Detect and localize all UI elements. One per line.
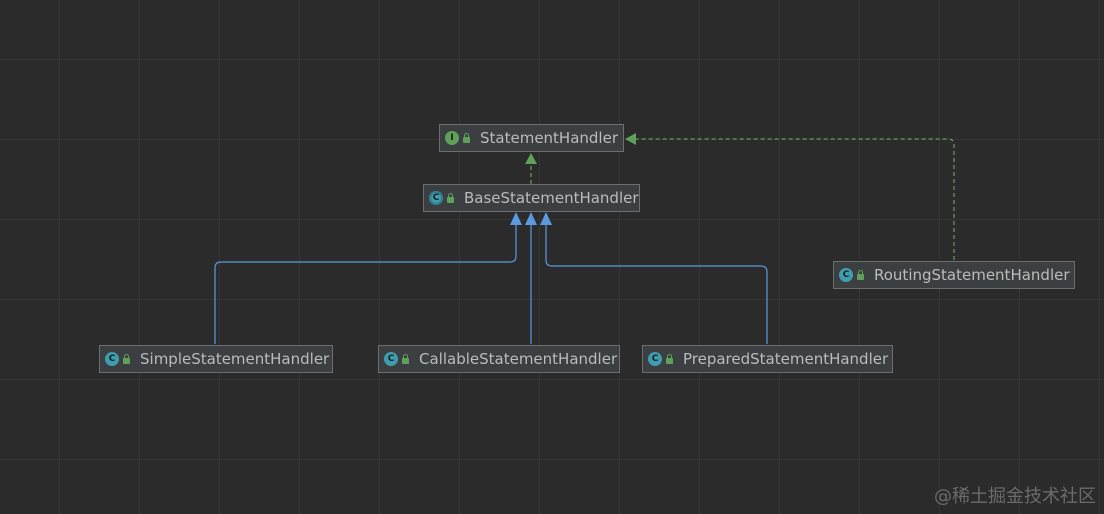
interface-icon: I [445,131,459,145]
node-label: PreparedStatementHandler [683,350,889,368]
edge-arrowhead-extends-prepared [540,212,552,225]
public-access-icon [402,353,409,364]
edge-prepared-extends-base [545,224,768,344]
edge-arrowhead-implements-base [525,153,537,164]
node-prepared-statement-handler[interactable]: C PreparedStatementHandler [642,345,893,373]
public-access-icon [666,353,673,364]
public-access-icon [123,353,130,364]
edge-arrowhead-extends-simple [510,212,522,225]
node-label: RoutingStatementHandler [874,266,1070,284]
edge-simple-extends-base [214,224,517,344]
node-label: StatementHandler [480,129,618,147]
node-statement-handler[interactable]: I StatementHandler [439,124,624,152]
node-label: SimpleStatementHandler [140,350,330,368]
edge-arrowhead-extends-callable [525,212,537,225]
node-simple-statement-handler[interactable]: C SimpleStatementHandler [99,345,333,373]
node-base-statement-handler[interactable]: C BaseStatementHandler [423,184,640,212]
class-icon: C [384,352,398,366]
public-access-icon [857,269,864,280]
public-access-icon [463,132,470,143]
edge-routing-implements-statement-handler [636,138,955,260]
node-label: CallableStatementHandler [419,350,618,368]
edge-arrowhead-implements-routing [625,133,636,145]
class-icon: C [648,352,662,366]
node-callable-statement-handler[interactable]: C CallableStatementHandler [378,345,620,373]
class-icon: C [839,268,853,282]
watermark: @稀土掘金技术社区 [934,486,1096,507]
public-access-icon [447,192,454,203]
class-icon: C [105,352,119,366]
node-label: BaseStatementHandler [464,189,639,207]
abstract-class-icon: C [429,191,443,205]
node-routing-statement-handler[interactable]: C RoutingStatementHandler [833,261,1075,289]
